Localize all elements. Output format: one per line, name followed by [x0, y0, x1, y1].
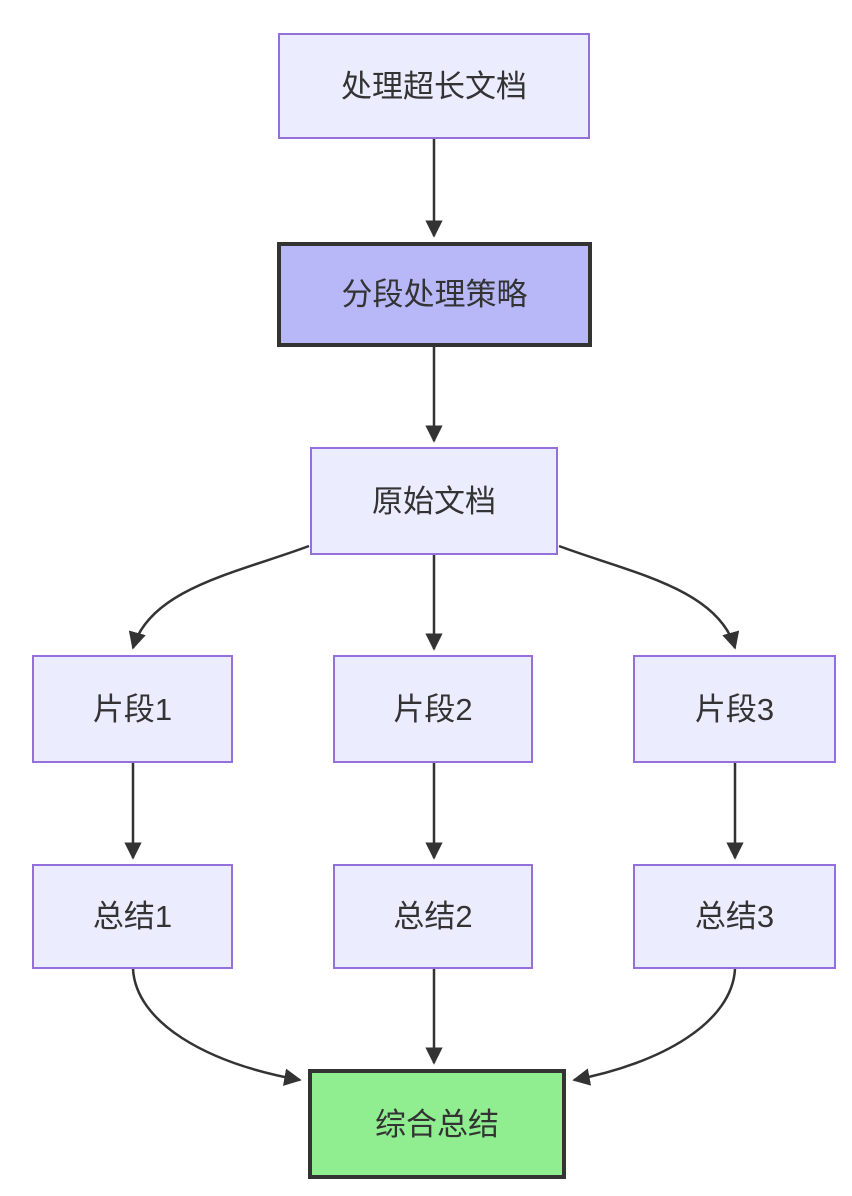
node-fragment-2-label: 片段2 [393, 691, 473, 727]
edge-original-to-fragment3 [558, 544, 740, 650]
node-fragment-1-label: 片段1 [92, 691, 173, 727]
node-summary-2-label: 总结2 [393, 899, 473, 934]
node-fragment-2: 片段2 [333, 655, 533, 763]
node-process-long-doc: 处理超长文档 [278, 33, 590, 139]
node-fragment-3-label: 片段3 [694, 691, 775, 727]
node-original-doc: 原始文档 [310, 447, 558, 555]
node-segment-strategy: 分段处理策略 [277, 242, 592, 347]
node-original-doc-label: 原始文档 [372, 483, 496, 519]
node-summary-3-label: 总结3 [694, 899, 775, 934]
edge-summary1-to-final [131, 968, 302, 1086]
node-summary-3: 总结3 [633, 864, 836, 969]
node-segment-strategy-label: 分段处理策略 [341, 277, 528, 312]
node-final-summary: 综合总结 [308, 1069, 566, 1179]
node-fragment-1: 片段1 [32, 655, 233, 763]
node-fragment-3: 片段3 [633, 655, 836, 763]
edge-summary3-to-final [572, 968, 737, 1086]
edge-original-to-fragment1 [128, 544, 310, 650]
node-summary-2: 总结2 [333, 864, 533, 969]
node-summary-1-label: 总结1 [92, 899, 173, 934]
node-process-long-doc-label: 处理超长文档 [341, 68, 527, 104]
node-summary-1: 总结1 [32, 864, 233, 969]
node-final-summary-label: 综合总结 [375, 1106, 499, 1142]
